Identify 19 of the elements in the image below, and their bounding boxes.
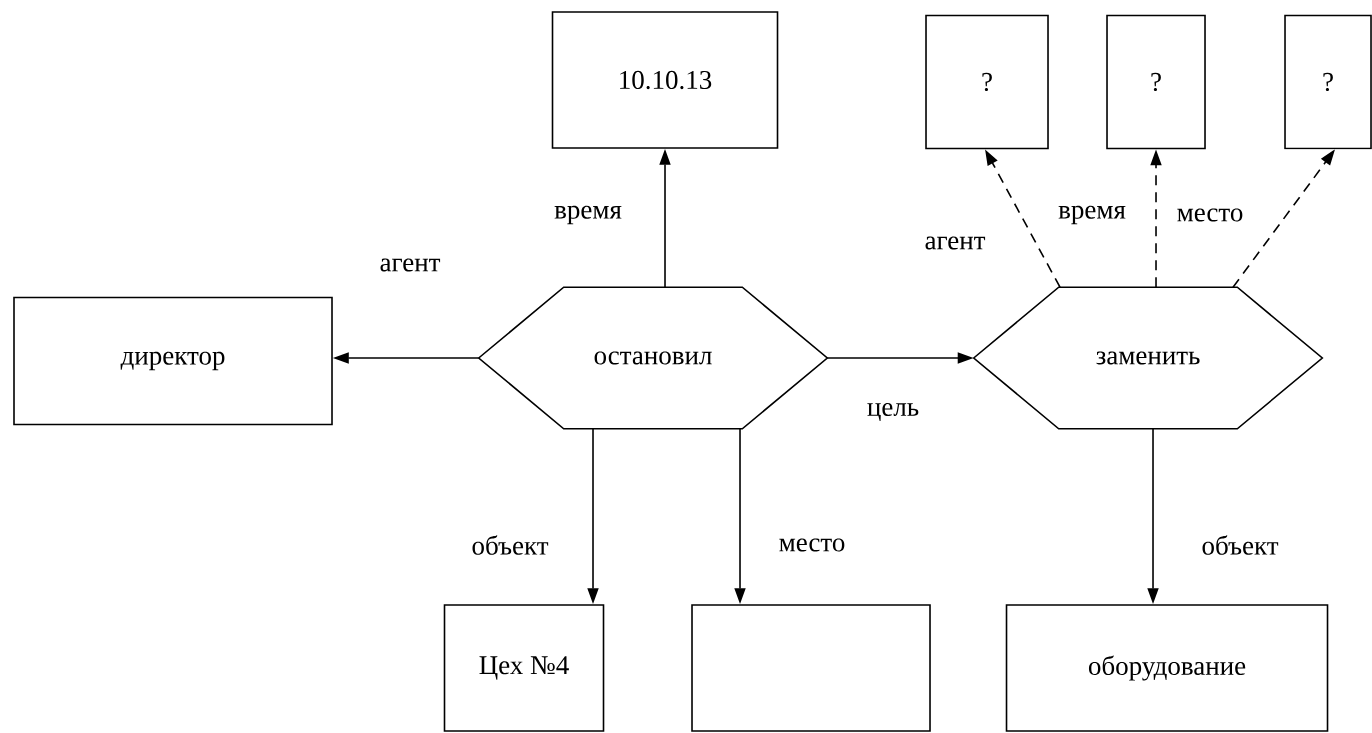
action-hexagon: заменить xyxy=(972,286,1324,430)
concept-box: оборудование xyxy=(1005,604,1329,732)
edge-label: объект xyxy=(1199,533,1281,557)
edge-label: агент xyxy=(922,234,988,252)
concept-box: ? xyxy=(1106,14,1206,150)
edge-label: время xyxy=(1056,203,1128,227)
edge-label: место xyxy=(1174,206,1246,224)
edge-label: агент xyxy=(377,256,443,274)
action-hexagon: остановил xyxy=(477,286,829,430)
edge-label: объект xyxy=(469,533,551,557)
concept-box: ? xyxy=(925,14,1049,150)
concept-box: 10.10.13 xyxy=(551,11,779,149)
concept-box: директор xyxy=(13,296,333,426)
concept-box: Цех №4 xyxy=(443,604,605,732)
edge-label: цель xyxy=(864,401,922,423)
edge-label: время xyxy=(552,203,624,227)
edge-label: место xyxy=(776,536,848,554)
concept-box: ? xyxy=(1284,14,1372,150)
concept-box xyxy=(691,604,931,732)
